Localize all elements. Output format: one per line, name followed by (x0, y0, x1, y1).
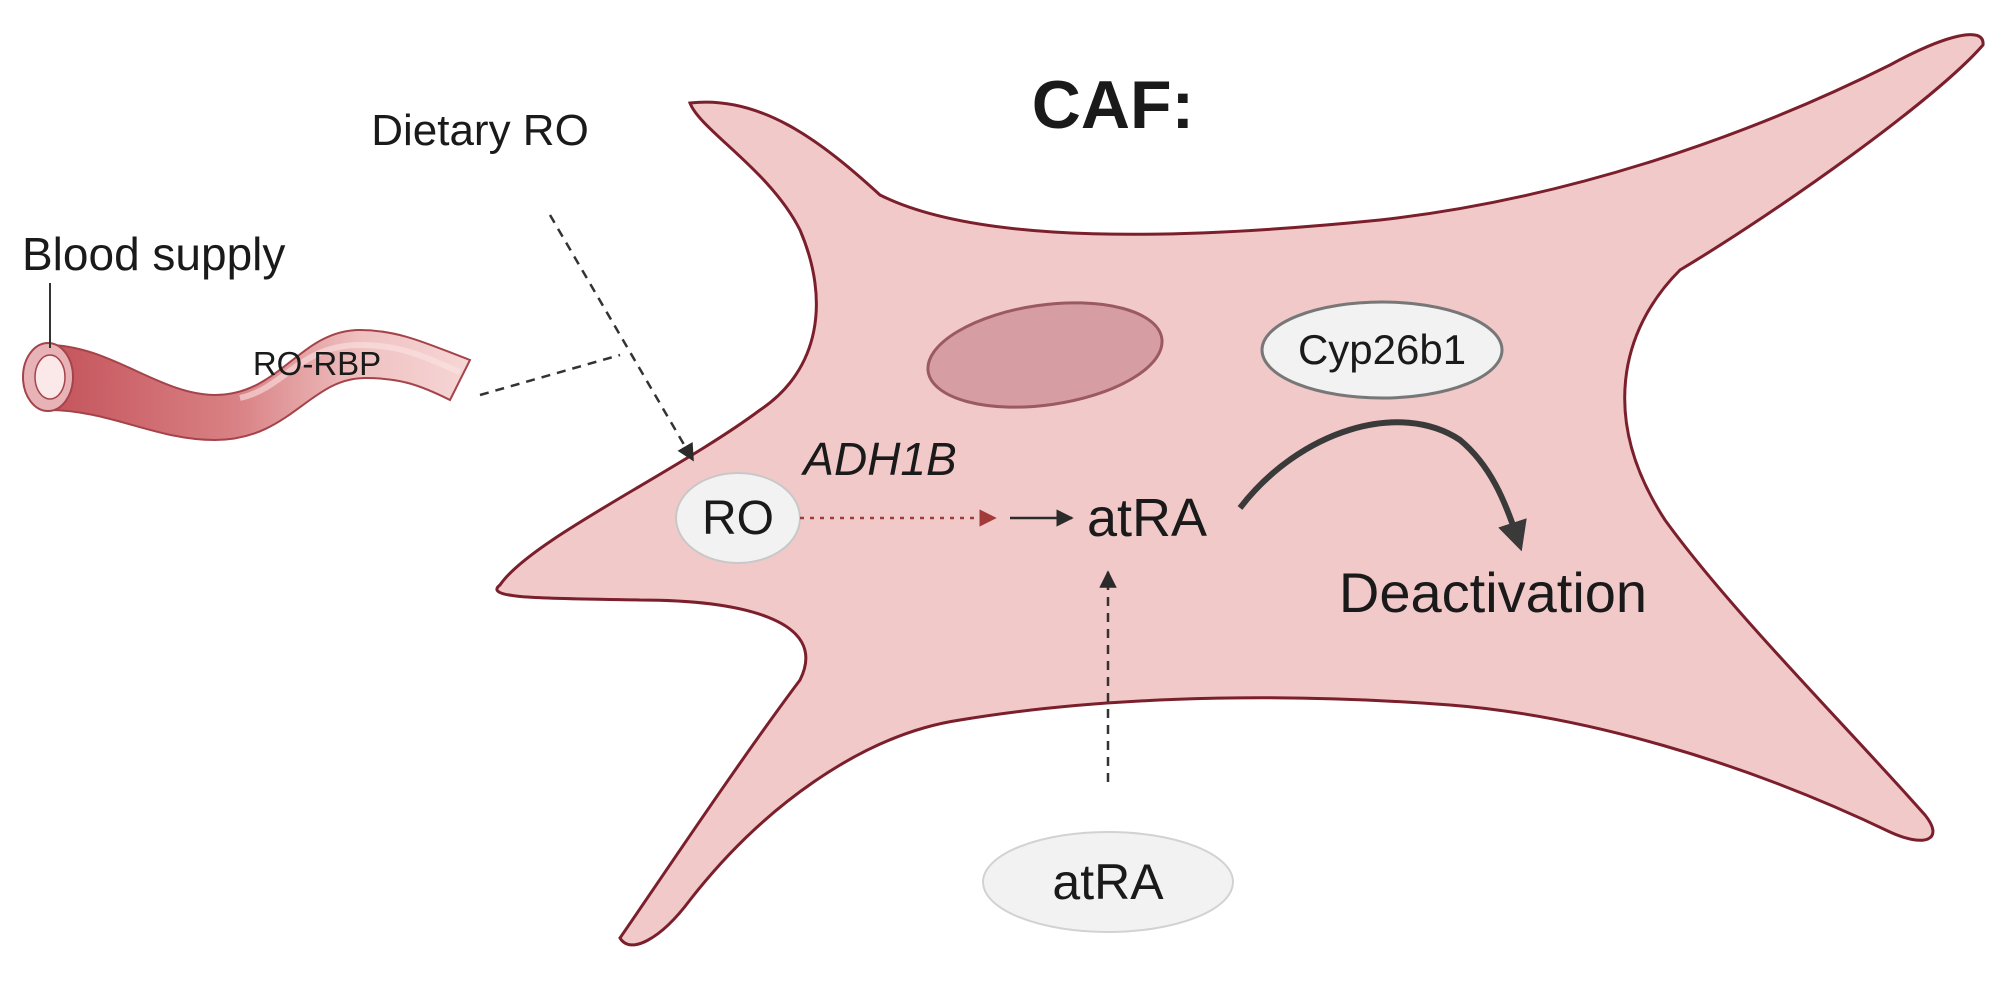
blood-vessel (22, 328, 472, 442)
atra-outer-label: atRA (1052, 854, 1164, 910)
dietary-ro-label: Dietary RO (371, 106, 589, 155)
vessel-dashed-connector (479, 353, 621, 397)
blood-supply-label: Blood supply (22, 228, 285, 280)
cyp26b1-bubble (1260, 300, 1504, 400)
cyp26b1-label: Cyp26b1 (1298, 326, 1466, 373)
caf-cell-body (495, 33, 1985, 947)
adh1b-label: ADH1B (800, 433, 956, 485)
atra-inner-label: atRA (1087, 488, 1207, 548)
dietary-ro-dashed-arrow (548, 214, 695, 462)
outer-atra-bubble (982, 831, 1234, 933)
deactivation-label: Deactivation (1339, 561, 1647, 624)
nucleus (926, 301, 1164, 409)
page-title: CAF: (1032, 67, 1194, 143)
ro-rbp-label: RO-RBP (253, 345, 381, 382)
deactivation-curved-arrow (1237, 419, 1527, 552)
ro-label: RO (702, 492, 774, 545)
